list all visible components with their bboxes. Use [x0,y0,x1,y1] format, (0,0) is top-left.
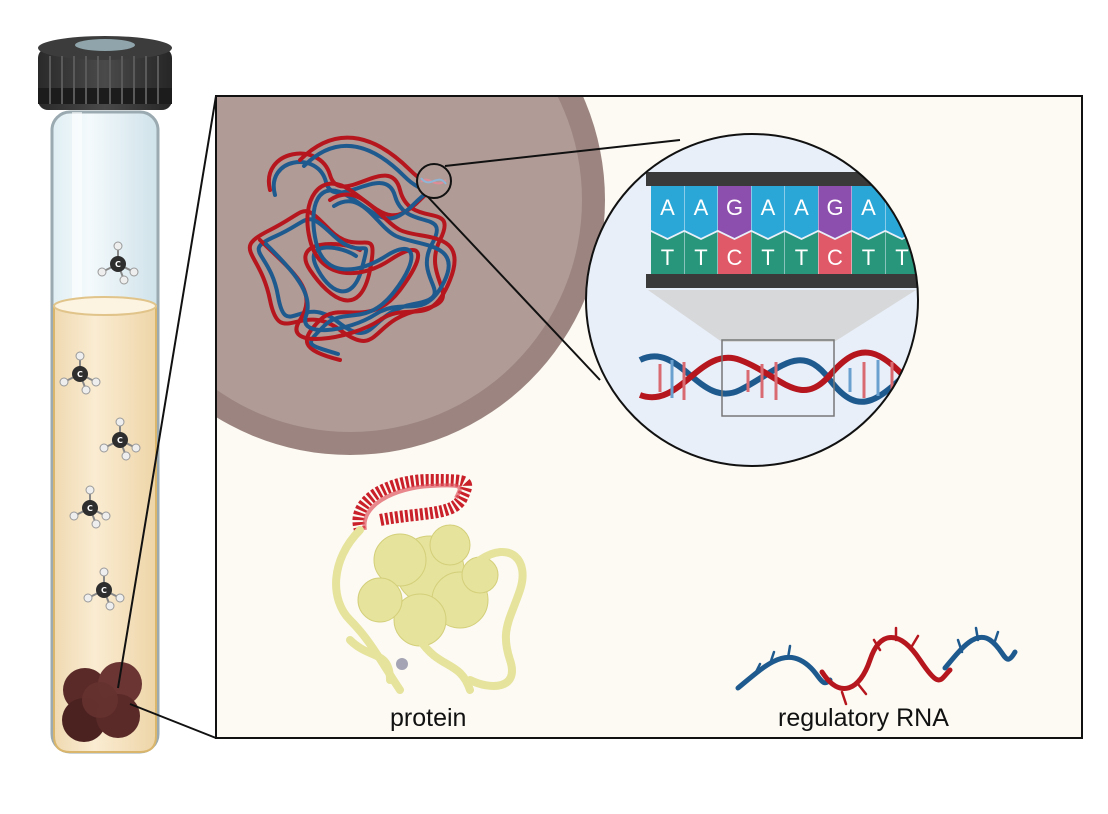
methane-molecule-icon: C [69,485,111,529]
protein-structure-icon [332,473,527,694]
base-letter-bottom: T [694,245,707,270]
svg-text:C: C [117,436,123,445]
base-tile-top [718,186,751,238]
base-letter-top: A [861,195,876,220]
base-tile-top [852,186,885,238]
base-letter-bottom: T [761,245,774,270]
base-tile-top [684,186,718,238]
base-pair-sequence: ATATGCATATGCATAT [651,186,918,274]
svg-text:C: C [101,586,107,595]
cap-icon [38,36,172,110]
base-letter-bottom: C [727,245,743,270]
methane-molecule-icon: C [59,351,101,395]
cell-pellet-icon [62,662,142,742]
base-tile-bottom [785,232,818,274]
base-letter-top: A [761,195,776,220]
svg-text:C: C [87,504,93,513]
base-tile-bottom [818,232,852,274]
regulatory-rna-label: regulatory RNA [778,704,949,732]
base-letter-top: A [794,195,809,220]
culture-tube-icon: C C [38,36,172,754]
base-tile-bottom [718,232,751,274]
base-letter-bottom: T [862,245,875,270]
base-tile-top [751,186,785,238]
base-tile-bottom [751,232,785,274]
base-tile-bottom [651,232,684,274]
methane-molecule-icon: C [83,567,125,611]
base-letter-bottom: C [827,245,843,270]
base-tile-top [818,186,852,238]
base-letter-top: A [694,195,709,220]
base-letter-top: G [726,195,743,220]
zoom-connector-lines [427,139,681,381]
methane-molecule-icon: C [97,241,139,285]
methane-molecule-icon: C [99,417,141,461]
rna-strand-icon [735,626,1018,706]
base-tile-top [651,186,684,238]
base-letter-bottom: T [895,245,908,270]
dna-zoom-bubble: ATATGCATATGCATAT [585,133,919,467]
base-tile-bottom [684,232,718,274]
zoom-connector-lines [117,95,217,739]
base-tile-top [785,186,818,238]
protein-label: protein [390,704,467,732]
base-letter-top: G [826,195,843,220]
base-tile-bottom [852,232,885,274]
base-letter-top: A [660,195,675,220]
culture-medium [53,296,157,753]
svg-text:C: C [115,260,121,269]
base-letter-bottom: T [795,245,808,270]
svg-text:C: C [77,370,83,379]
dna-double-helix-icon [638,349,918,405]
base-letter-bottom: T [661,245,674,270]
